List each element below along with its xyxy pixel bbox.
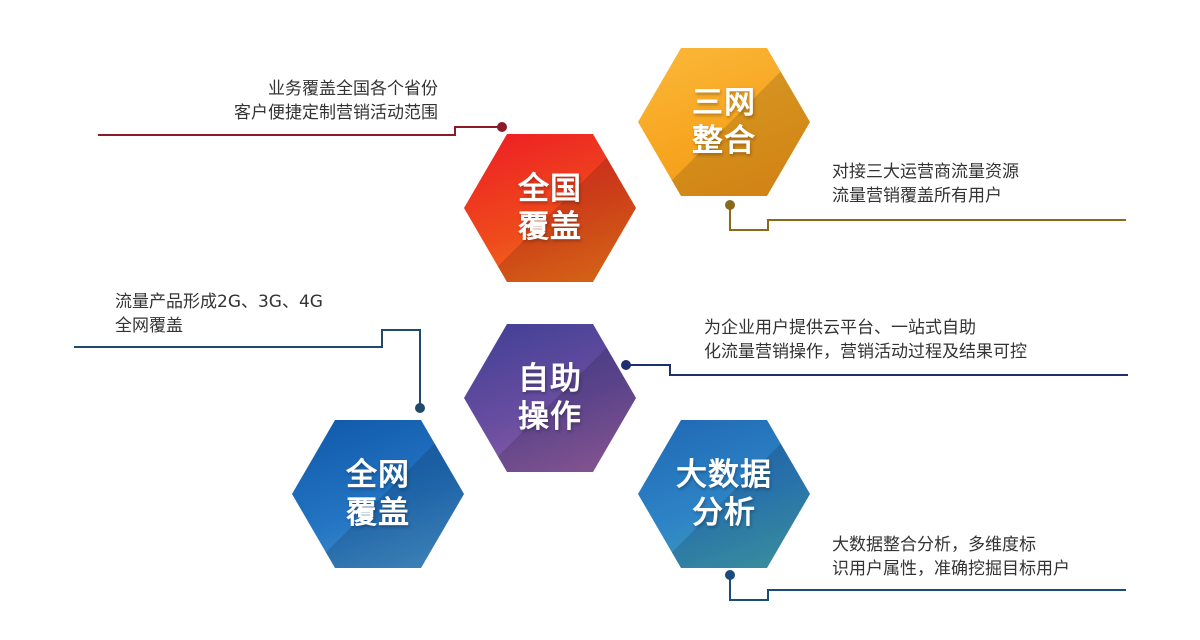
connector-quanwang: [74, 329, 421, 408]
connector-sanwang: [729, 205, 1126, 231]
description-line: 客户便捷定制营销活动范围: [234, 103, 438, 123]
hexagon-title: 大数据 分析: [676, 457, 772, 531]
connector-dot-quanguo: [497, 122, 507, 132]
connector-dot-sanwang: [725, 200, 735, 210]
description-sanwang: 对接三大运营商流量资源 流量营销覆盖所有用户: [832, 160, 1019, 208]
description-line: 业务覆盖全国各个省份: [268, 79, 438, 99]
connector-dot-quanwang: [415, 403, 425, 413]
hexagon-dashuju-fenxi: 大数据 分析: [638, 420, 810, 568]
connector-dashuju: [729, 575, 1126, 601]
hexagon-sanwang-zhenghe: 三网 整合: [638, 48, 810, 196]
description-quanguo: 业务覆盖全国各个省份 客户便捷定制营销活动范围: [150, 77, 438, 125]
description-quanwang: 流量产品形成2G、3G、4G 全网覆盖: [115, 290, 323, 338]
description-line: 为企业用户提供云平台、一站式自助: [704, 318, 976, 338]
description-zizhu: 为企业用户提供云平台、一站式自助 化流量营销操作，营销活动过程及结果可控: [704, 316, 1027, 364]
description-line: 对接三大运营商流量资源: [832, 162, 1019, 182]
connector-quanguo: [98, 126, 502, 136]
description-line: 全网覆盖: [115, 316, 183, 336]
connector-dot-dashuju: [725, 570, 735, 580]
description-line: 识用户属性，准确挖掘目标用户: [832, 559, 1070, 579]
hexagon-title: 全网 覆盖: [346, 457, 410, 531]
description-line: 大数据整合分析，多维度标: [832, 535, 1036, 555]
description-line: 流量产品形成2G、3G、4G: [115, 292, 323, 312]
connector-dot-zizhu: [621, 360, 631, 370]
description-line: 流量营销覆盖所有用户: [832, 186, 1002, 206]
hexagon-title: 自助 操作: [518, 361, 582, 435]
hexagon-title: 全国 覆盖: [518, 171, 582, 245]
description-line: 化流量营销操作，营销活动过程及结果可控: [704, 342, 1027, 362]
connector-zizhu: [626, 364, 1128, 376]
description-dashuju: 大数据整合分析，多维度标 识用户属性，准确挖掘目标用户: [832, 533, 1070, 581]
hexagon-title: 三网 整合: [692, 85, 756, 159]
